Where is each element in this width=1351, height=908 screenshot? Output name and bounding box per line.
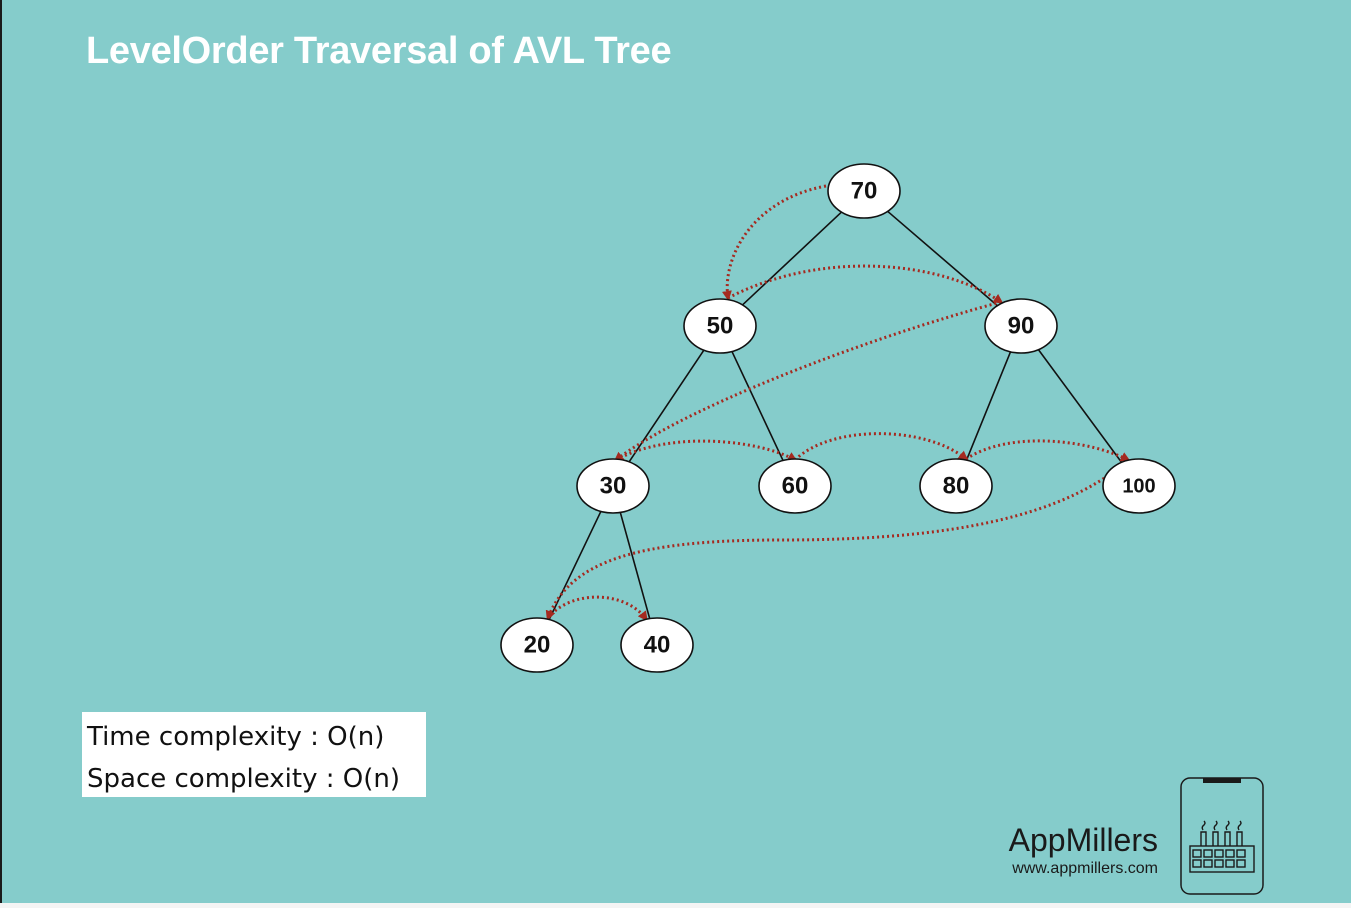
- tree-edge-50-30: [628, 349, 705, 463]
- tree-node-90: 90: [984, 298, 1058, 354]
- traversal-arrow-30-60: [615, 439, 798, 462]
- node-label: 100: [1122, 475, 1155, 497]
- node-label: 50: [707, 312, 734, 339]
- node-circle: [758, 458, 832, 514]
- node-circle: [984, 298, 1058, 354]
- node-circle: [827, 163, 901, 219]
- node-label: 20: [524, 631, 551, 658]
- node-label: 90: [1008, 312, 1035, 339]
- tree-edge-50-60: [731, 351, 784, 461]
- node-label: 30: [600, 472, 627, 499]
- tree-node-20: 20: [500, 617, 574, 673]
- tree-node-50: 50: [683, 298, 757, 354]
- node-label: 40: [644, 631, 671, 658]
- node-label: 60: [782, 472, 809, 499]
- node-label: 80: [943, 472, 970, 499]
- node-circle: [1102, 458, 1176, 514]
- tree-edge-30-40: [619, 512, 651, 619]
- traversal-arrows: [545, 184, 1131, 622]
- tree-edge-70-50: [741, 211, 843, 306]
- space-complexity: Space complexity : O(n): [87, 764, 401, 794]
- bottom-border: [0, 903, 1351, 908]
- tree-edge-30-20: [548, 511, 602, 620]
- tree-node-100: 100: [1102, 458, 1176, 514]
- tree-node-60: 60: [758, 458, 832, 514]
- tree-edge-90-80: [965, 351, 1012, 461]
- traversal-arrow-90-30: [613, 300, 1002, 462]
- slide-title: LevelOrder Traversal of AVL Tree: [86, 30, 672, 72]
- node-circle: [620, 617, 694, 673]
- left-border: [0, 0, 2, 908]
- tree-nodes: 70 50 90 30 60 80 100 20 40: [500, 163, 1176, 673]
- node-circle: [919, 458, 993, 514]
- brand-url: www.appmillers.com: [1012, 860, 1158, 877]
- tree-edges: [548, 210, 1123, 620]
- traversal-arrow-70-50: [721, 184, 827, 301]
- brand: AppMillers www.appmillers.com: [1009, 822, 1158, 880]
- node-circle: [500, 617, 574, 673]
- factory-phone-icon: [1180, 777, 1264, 895]
- traversal-arrow-80-100: [965, 439, 1131, 462]
- tree-edge-70-90: [887, 210, 998, 307]
- tree-node-80: 80: [919, 458, 993, 514]
- brand-name: AppMillers: [1008, 822, 1158, 858]
- tree-node-70: 70: [827, 163, 901, 219]
- node-circle: [683, 298, 757, 354]
- traversal-arrow-50-90: [727, 264, 1004, 304]
- tree-edge-90-100: [1037, 349, 1123, 463]
- time-complexity: Time complexity : O(n): [87, 722, 385, 752]
- node-circle: [576, 458, 650, 514]
- complexity-box: Time complexity : O(n) Space complexity …: [82, 712, 426, 797]
- traversal-arrow-20-40: [546, 595, 648, 622]
- tree-node-40: 40: [620, 617, 694, 673]
- node-label: 70: [851, 177, 878, 204]
- traversal-arrow-60-80: [793, 432, 969, 462]
- tree-node-30: 30: [576, 458, 650, 514]
